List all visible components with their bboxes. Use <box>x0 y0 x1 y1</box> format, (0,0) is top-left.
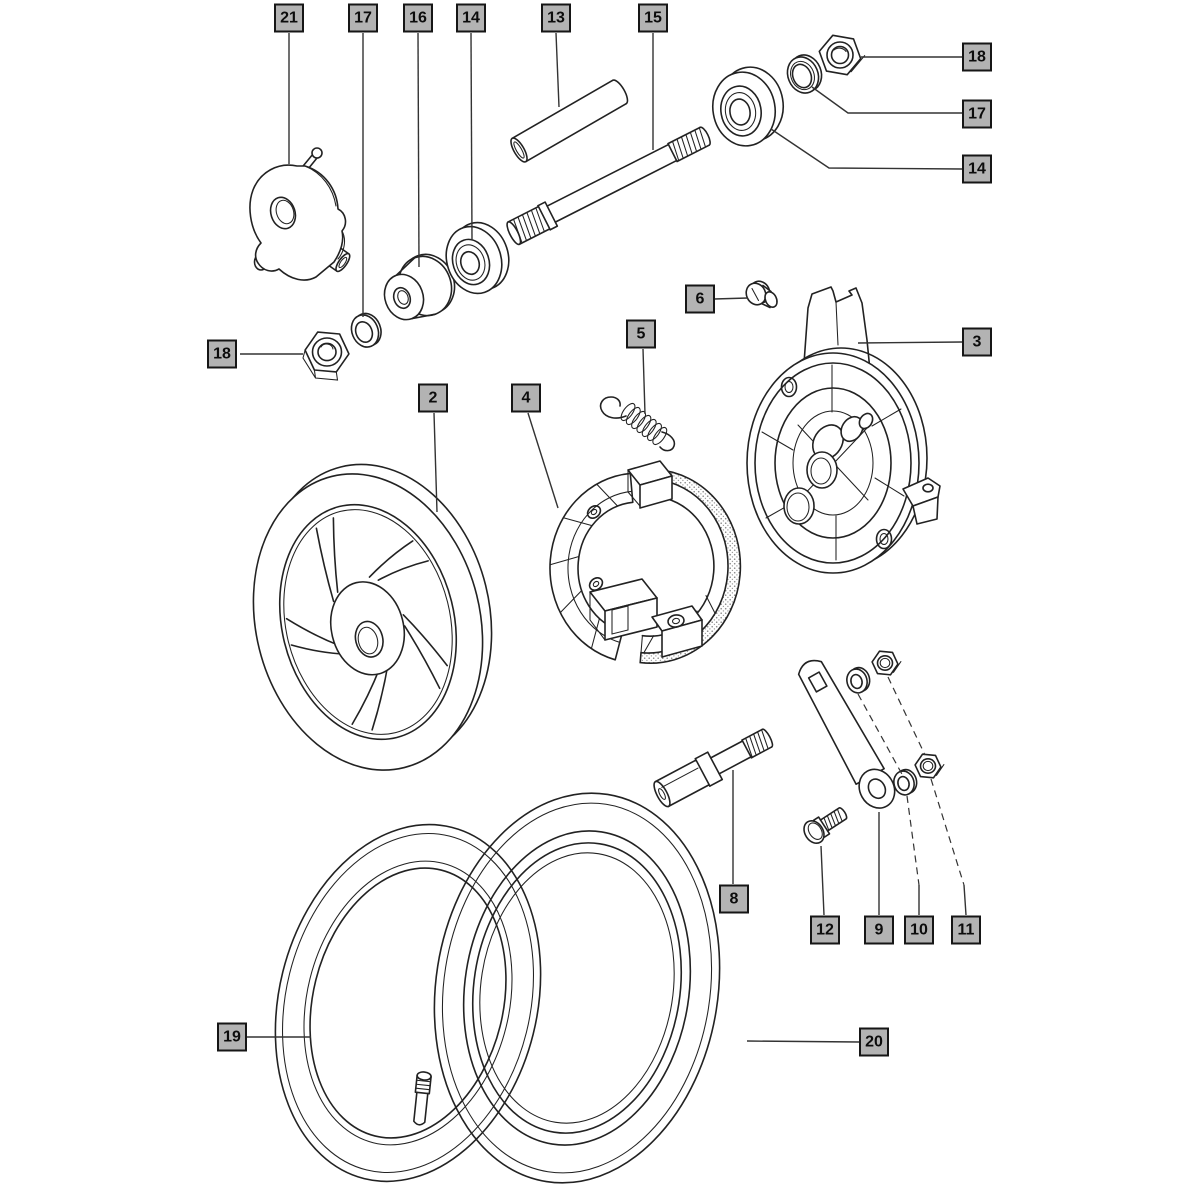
callout-21[interactable]: 21 <box>274 3 304 33</box>
part-speedometer-drive <box>249 147 351 281</box>
callout-6[interactable]: 6 <box>685 284 715 314</box>
part-spacer-bushing <box>383 253 456 321</box>
part-adjuster-screw <box>803 807 848 844</box>
part-brake-backing-plate <box>746 286 941 574</box>
part-axle <box>506 126 711 246</box>
callout-10[interactable]: 10 <box>904 915 934 945</box>
callout-8[interactable]: 8 <box>719 884 749 914</box>
callout-17-a[interactable]: 17 <box>348 3 378 33</box>
part-washer-top <box>350 312 382 348</box>
part-washer-right <box>786 54 823 94</box>
part-wheel-rim <box>252 463 493 771</box>
part-brake-shoes <box>549 460 742 664</box>
part-axle-nut-left <box>302 331 350 381</box>
part-inner-tube <box>274 823 542 1183</box>
callout-17-b[interactable]: 17 <box>962 99 992 129</box>
callout-19[interactable]: 19 <box>217 1022 247 1052</box>
leader-lines <box>240 32 967 1043</box>
part-axle-pin <box>653 728 774 808</box>
callout-20[interactable]: 20 <box>859 1027 889 1057</box>
callout-18-b[interactable]: 18 <box>207 339 237 369</box>
callout-11[interactable]: 11 <box>951 915 981 945</box>
part-tire <box>433 792 721 1184</box>
callout-5[interactable]: 5 <box>626 319 656 349</box>
part-spacer-sleeve <box>510 79 629 163</box>
part-washers <box>846 666 918 796</box>
part-brake-arm <box>797 659 896 809</box>
part-nuts <box>871 650 945 779</box>
callout-9[interactable]: 9 <box>864 915 894 945</box>
callout-3[interactable]: 3 <box>962 327 992 357</box>
callout-12[interactable]: 12 <box>810 915 840 945</box>
callout-13[interactable]: 13 <box>541 3 571 33</box>
callout-16[interactable]: 16 <box>403 3 433 33</box>
callout-4[interactable]: 4 <box>511 383 541 413</box>
valve-stem <box>413 1071 432 1126</box>
callout-14-a[interactable]: 14 <box>456 3 486 33</box>
part-bearing-right <box>712 66 784 147</box>
leader-lines-dashed <box>857 676 965 886</box>
part-bearing-left <box>445 221 510 295</box>
callout-14-b[interactable]: 14 <box>962 154 992 184</box>
callout-2[interactable]: 2 <box>418 383 448 413</box>
callout-15[interactable]: 15 <box>638 3 668 33</box>
callout-18-a[interactable]: 18 <box>962 42 992 72</box>
part-screw <box>745 280 778 309</box>
part-axle-nut-right <box>818 34 866 76</box>
part-brake-shoe-spring <box>599 396 676 452</box>
